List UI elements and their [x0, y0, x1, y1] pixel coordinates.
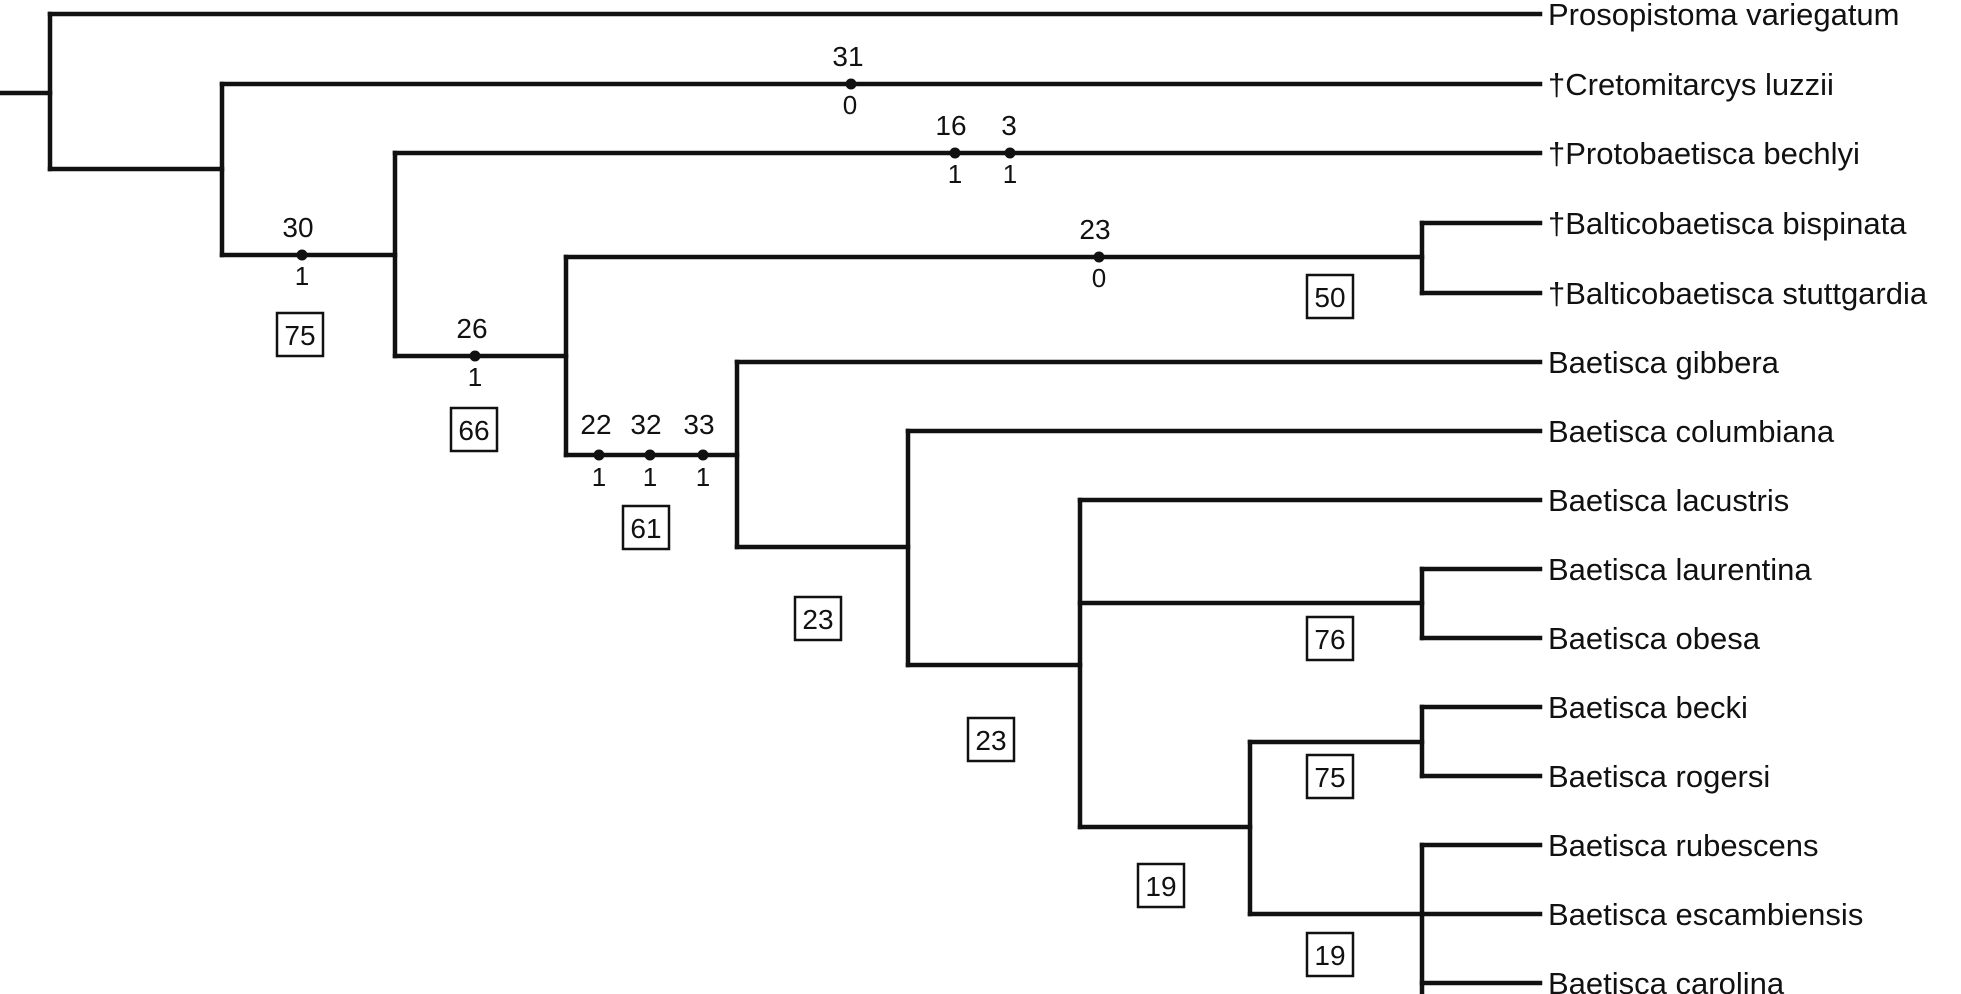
support-value: 23	[802, 604, 833, 635]
support-value: 19	[1314, 940, 1345, 971]
character-marker	[296, 249, 308, 261]
character-marker	[593, 449, 605, 461]
taxon-label: Baetisca rogersi	[1548, 759, 1770, 794]
character-number: 30	[282, 212, 313, 243]
support-value: 75	[284, 320, 315, 351]
support-box	[275, 311, 325, 358]
support-box	[1305, 931, 1355, 978]
character-state: 1	[592, 462, 606, 492]
support-box	[1305, 273, 1355, 320]
taxon-label: Baetisca becki	[1548, 690, 1748, 725]
support-box	[966, 716, 1016, 763]
support-value: 23	[975, 725, 1006, 756]
taxon-label: †Balticobaetisca bispinata	[1548, 206, 1907, 241]
character-marker	[1093, 251, 1105, 263]
character-marker	[697, 449, 709, 461]
character-number: 31	[832, 41, 863, 72]
taxon-labels: Prosopistoma variegatum †Cretomitarcys l…	[1548, 0, 1928, 994]
taxon-label: Prosopistoma variegatum	[1548, 0, 1900, 32]
character-number: 26	[456, 313, 487, 344]
taxon-label: †Balticobaetisca stuttgardia	[1548, 276, 1928, 311]
character-marker	[845, 78, 857, 90]
branches	[0, 11, 1543, 994]
taxon-label: Baetisca lacustris	[1548, 483, 1789, 518]
character-marker	[949, 147, 961, 159]
taxon-label: †Cretomitarcys luzzii	[1548, 67, 1834, 102]
support-value: 61	[630, 513, 661, 544]
taxon-label: Baetisca columbiana	[1548, 414, 1835, 449]
taxon-label: Baetisca laurentina	[1548, 552, 1812, 587]
character-marker	[469, 350, 481, 362]
support-value: 50	[1314, 282, 1345, 313]
support-value: 19	[1145, 871, 1176, 902]
support-values: 75 66 50 61 23 76 23 75 19 19	[275, 273, 1355, 978]
character-changes: 31 0 16 1 3 1 30 1 23 0 26 1 22 1 32 1 3…	[282, 41, 1110, 492]
taxon-label: Baetisca carolina	[1548, 966, 1785, 994]
character-state: 0	[1092, 263, 1106, 293]
taxon-label: Baetisca obesa	[1548, 621, 1761, 656]
character-marker	[644, 449, 656, 461]
support-box	[1305, 753, 1355, 800]
support-box	[793, 595, 843, 642]
character-state: 0	[843, 90, 857, 120]
taxon-label: †Protobaetisca bechlyi	[1548, 136, 1860, 171]
support-value: 66	[458, 415, 489, 446]
character-state: 1	[643, 462, 657, 492]
taxon-label: Baetisca rubescens	[1548, 828, 1819, 863]
character-state: 1	[948, 159, 962, 189]
support-value: 75	[1314, 762, 1345, 793]
taxon-label: Baetisca escambiensis	[1548, 897, 1863, 932]
support-box	[449, 406, 499, 453]
taxon-label: Baetisca gibbera	[1548, 345, 1780, 380]
character-state: 1	[1003, 159, 1017, 189]
character-marker	[1004, 147, 1016, 159]
character-number: 23	[1079, 214, 1110, 245]
support-value: 76	[1314, 624, 1345, 655]
support-box	[1136, 862, 1186, 909]
character-number: 32	[630, 409, 661, 440]
character-state: 1	[295, 261, 309, 291]
character-number: 16	[935, 110, 966, 141]
character-state: 1	[468, 362, 482, 392]
character-state: 1	[696, 462, 710, 492]
support-box	[1305, 615, 1355, 662]
character-number: 3	[1001, 110, 1017, 141]
character-number: 33	[683, 409, 714, 440]
support-box	[621, 504, 671, 551]
character-number: 22	[580, 409, 611, 440]
